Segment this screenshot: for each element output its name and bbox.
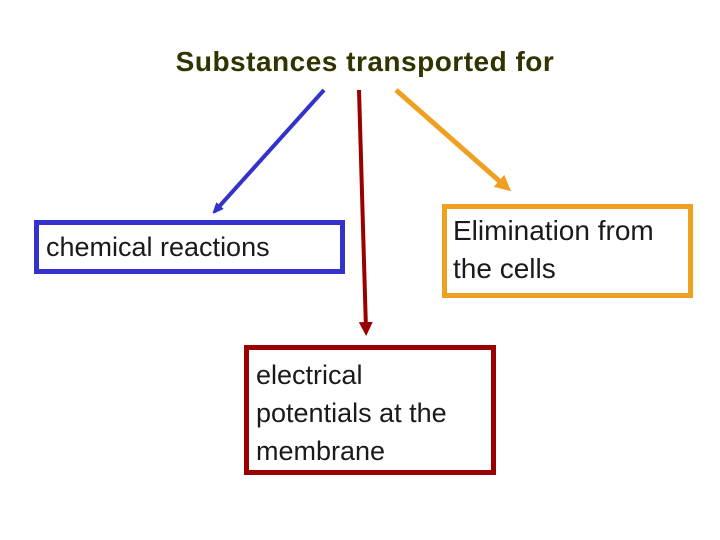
- chemical-reactions-label: chemical reactions: [46, 232, 270, 262]
- electrical-label-line-2: potentials at the: [256, 398, 447, 428]
- electrical-label-line-3: membrane: [256, 436, 386, 466]
- diagram-title: Substances transported for: [175, 46, 555, 77]
- elimination-box: Elimination from the cells: [442, 204, 693, 298]
- chemical-reactions-box: chemical reactions: [34, 220, 345, 274]
- arrow-to-chemical: [216, 88, 326, 210]
- elimination-label-line-1: Elimination from: [453, 215, 654, 246]
- electrical-potentials-box: electrical potentials at the membrane: [244, 345, 496, 475]
- electrical-label-line-1: electrical: [256, 360, 363, 390]
- arrow-to-elimination: [394, 88, 512, 192]
- arrow-to-electrical: [357, 89, 373, 336]
- elimination-label-line-2: the cells: [453, 253, 556, 284]
